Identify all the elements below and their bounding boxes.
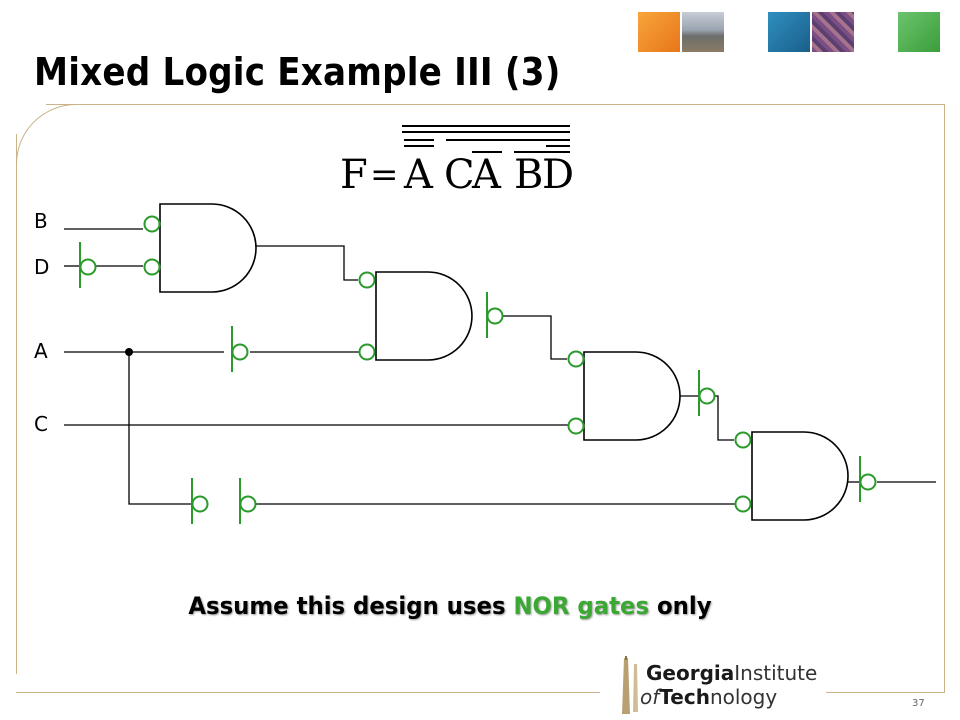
bubble-gate1-in-d bbox=[143, 258, 161, 276]
input-label-d: D bbox=[34, 255, 49, 279]
bubble-gate2-out bbox=[486, 307, 504, 325]
caption-highlight: NOR gates bbox=[513, 592, 650, 620]
bubble-wire-a bbox=[231, 343, 249, 361]
logo-word-georgia: Georgia bbox=[646, 661, 735, 685]
bubble-gate1-in-b bbox=[143, 215, 161, 233]
and-gate-3 bbox=[583, 351, 681, 441]
logo-word-nology: nology bbox=[709, 685, 778, 709]
wire-gate3-to-gate4 bbox=[715, 395, 734, 441]
header-tile-campus-photo bbox=[682, 12, 724, 52]
slide-title: Mixed Logic Example III (3) bbox=[34, 50, 561, 94]
inversion-bubbles bbox=[79, 215, 877, 513]
georgia-tech-logo: GeorgiaInstitute ofTechnology bbox=[600, 654, 826, 718]
equation-term-a1: A bbox=[403, 152, 434, 198]
bubble-gate2-in-a bbox=[358, 343, 376, 361]
header-tile-circuit-photo bbox=[812, 12, 854, 52]
bubble-gate4-out bbox=[859, 473, 877, 491]
wires bbox=[64, 228, 936, 505]
input-label-b: B bbox=[34, 209, 48, 233]
frame-left-border bbox=[16, 134, 17, 674]
boolean-equation: F = A C A B D bbox=[340, 152, 574, 198]
equation-term-c: C bbox=[444, 152, 475, 198]
bubble-gate4-in-a bbox=[734, 495, 752, 513]
caption-prefix: Assume this design uses bbox=[188, 592, 514, 620]
header-tile-orange bbox=[638, 12, 680, 52]
frame-top-border bbox=[46, 104, 944, 105]
logo-word-institute: Institute bbox=[734, 661, 818, 685]
input-label-a: A bbox=[34, 339, 48, 363]
frame-bottom-border bbox=[16, 692, 944, 693]
equation-overbars bbox=[402, 125, 570, 153]
caption-suffix: only bbox=[649, 592, 712, 620]
input-label-c: C bbox=[34, 412, 48, 436]
nor-gates-caption: Assume this design uses NOR gates only bbox=[23, 592, 878, 620]
gates bbox=[159, 203, 849, 521]
equation-term-b: B bbox=[514, 152, 543, 198]
wire-gate1-to-gate2 bbox=[256, 245, 358, 281]
equation-term-a2: A bbox=[471, 152, 502, 198]
inverter-bars bbox=[79, 242, 861, 524]
bubble-gate4-in-1 bbox=[734, 431, 752, 449]
equation-lhs: F bbox=[340, 152, 368, 198]
bubble-gate2-in-1 bbox=[358, 271, 376, 289]
bubble-gate3-out bbox=[698, 387, 716, 405]
page-number: 37 bbox=[912, 698, 925, 709]
frame-right-border bbox=[944, 104, 945, 693]
and-gate-1 bbox=[159, 203, 257, 293]
tech-tower-icon bbox=[622, 656, 638, 714]
bubble-branch-1 bbox=[191, 495, 209, 513]
header-tile-blue bbox=[768, 12, 810, 52]
and-gate-4 bbox=[751, 431, 849, 521]
bubble-gate3-in-1 bbox=[567, 350, 585, 368]
header-tile-green bbox=[898, 12, 940, 52]
wire-junction-dot bbox=[125, 348, 133, 356]
and-gate-2 bbox=[375, 271, 473, 361]
bubble-wire-d bbox=[79, 258, 97, 276]
logo-word-tech: Tech bbox=[659, 685, 710, 709]
wire-gate2-to-gate3 bbox=[503, 315, 567, 360]
logo-word-of: of bbox=[640, 685, 660, 709]
bubble-gate3-in-c bbox=[567, 417, 585, 435]
wire-a-branch bbox=[128, 352, 192, 505]
bubble-branch-2 bbox=[239, 495, 257, 513]
equation-term-d: D bbox=[542, 152, 574, 198]
equation-equals: = bbox=[370, 155, 399, 195]
